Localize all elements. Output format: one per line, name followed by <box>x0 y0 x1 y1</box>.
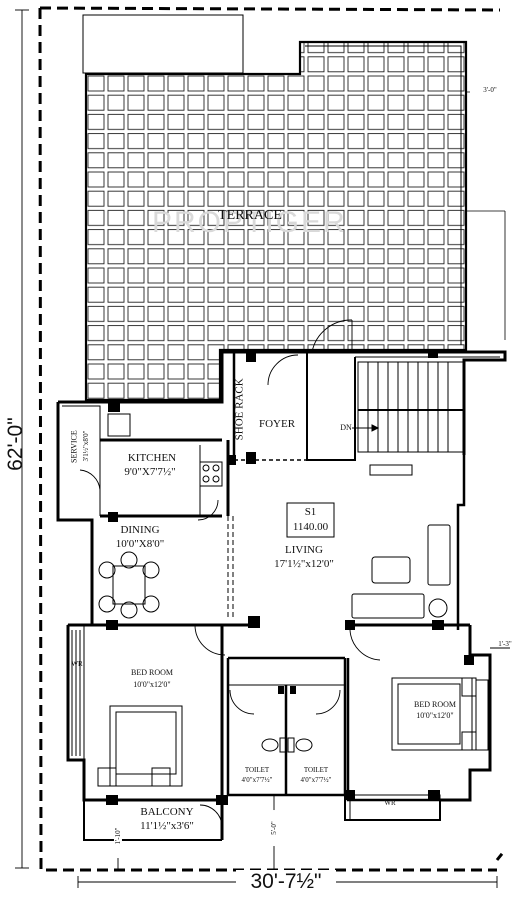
staircase <box>352 361 465 453</box>
balcony-label: BALCONY <box>140 806 194 818</box>
overall-width-label: 30'-7½" <box>236 870 336 895</box>
bed-room-right-label: BED ROOM <box>413 700 456 709</box>
bed-room-right-size: 10'0"x12'0" <box>416 711 454 720</box>
terrace-setback-label: 3'-0" <box>470 86 510 95</box>
dining-label: DINING <box>120 524 160 536</box>
right-setback-label: 1'-3" <box>498 640 512 648</box>
unit-area: 1140.00 <box>292 521 329 533</box>
toilet-fixtures <box>261 737 313 753</box>
shoe-rack-label: SHOE RACK <box>233 378 246 441</box>
dining-size: 10'0"X8'0" <box>115 538 165 550</box>
toilet-left-label: TOILET <box>244 766 270 774</box>
door-swings <box>79 319 381 828</box>
living-label: LIVING <box>285 544 323 556</box>
dining-table <box>98 551 160 619</box>
bed-room-left-label: BED ROOM <box>130 668 173 677</box>
bath-passage-label: 5'-0" <box>269 810 279 847</box>
kitchen-size: 9'0"X7'7½" <box>124 466 176 478</box>
watermark: PROPTIGER <box>152 206 347 239</box>
toilet-left-size: 4'0"x7'7½" <box>241 776 273 784</box>
service-size: 3'1½"x8'0" <box>81 430 90 462</box>
adjacent-block <box>82 14 244 74</box>
toilet-right-label: TOILET <box>303 766 329 774</box>
toilet-right-size: 4'0"x7'7½" <box>300 776 332 784</box>
living-size: 17'1½"x12'0" <box>274 558 334 570</box>
balcony-size: 11'1½"x3'6" <box>140 820 194 832</box>
wardrobe-left-label: WR <box>71 660 83 668</box>
stair-down-label: DN <box>340 423 352 432</box>
terrace-label: TERRACE <box>218 208 282 223</box>
overall-depth-label: 62'-0" <box>3 417 27 471</box>
bed-room-left-size: 10'0"x12'0" <box>133 680 171 689</box>
terrace-area <box>84 40 506 402</box>
balcony-rails <box>67 624 441 821</box>
bed-right <box>391 677 489 751</box>
kitchen-fixtures <box>107 413 223 516</box>
kitchen-label: KITCHEN <box>127 452 177 464</box>
living-furniture <box>286 464 451 619</box>
unit-code: S1 <box>304 506 317 518</box>
plot-boundary <box>38 6 507 872</box>
service-label: SERVICE <box>69 430 79 463</box>
wardrobe-right-label: WR <box>384 799 396 807</box>
bed-left <box>97 705 183 787</box>
foyer-label: FOYER <box>258 418 296 430</box>
